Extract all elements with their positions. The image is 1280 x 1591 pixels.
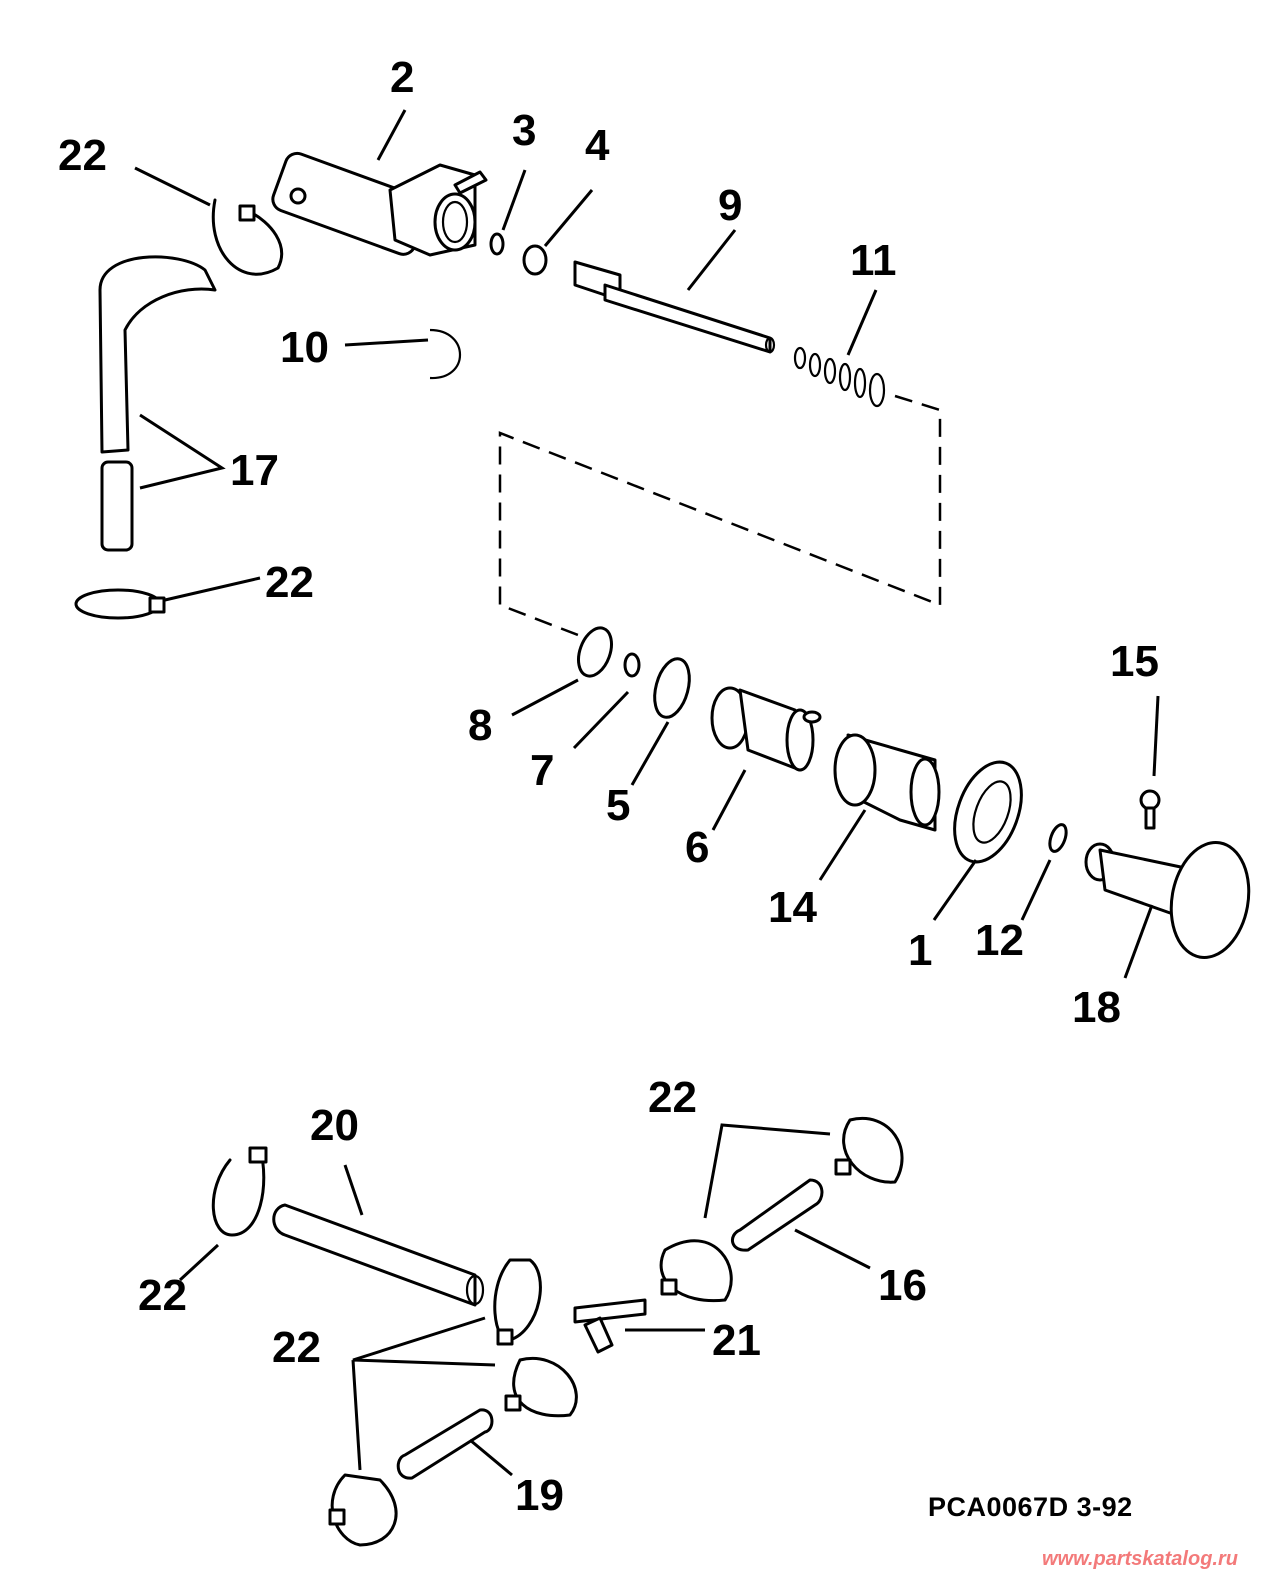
leader-14 [818, 809, 867, 881]
part-17-hose-lower [100, 460, 134, 552]
leader-22-top [703, 1123, 831, 1219]
assembly-dashed-line [498, 394, 942, 637]
part-1-washer [953, 760, 1023, 864]
leader-9 [686, 229, 737, 291]
leader-8 [511, 678, 579, 717]
callout-16: 16 [878, 1261, 927, 1310]
callout-22c: 22 [138, 1271, 187, 1320]
leader-18 [1123, 904, 1154, 979]
part-4-oring [522, 244, 548, 276]
part-17-hose-upper [98, 255, 217, 454]
part-11-spring [793, 346, 886, 408]
part-5-oring [653, 657, 691, 719]
callout-18: 18 [1072, 983, 1121, 1032]
part-16-hose [731, 1178, 824, 1252]
leader-22b [164, 576, 261, 602]
leader-22a [134, 166, 211, 207]
callout-21: 21 [712, 1316, 761, 1365]
callout-14: 14 [768, 883, 817, 932]
clamp-tab [148, 596, 166, 614]
callout-7: 7 [530, 746, 554, 795]
drawing-code: PCA0067D 3-92 [928, 1492, 1133, 1522]
part-7-oring [623, 652, 641, 678]
part-22-clamp-h [842, 1117, 904, 1184]
callout-1: 1 [908, 926, 932, 975]
part-22-clamp-f [330, 1473, 398, 1547]
leader-16 [794, 1228, 871, 1270]
part-15-screw [1139, 789, 1161, 830]
leader-4 [543, 189, 594, 247]
part-10-clip [429, 328, 462, 380]
part-18-knob [1084, 841, 1251, 959]
callout-5: 5 [606, 781, 630, 830]
leader-7 [572, 690, 630, 750]
leader-22-group [351, 1316, 496, 1471]
leader-22c [178, 1243, 220, 1282]
callout-22a: 22 [58, 131, 107, 180]
callout-11: 11 [850, 236, 897, 285]
leader-17 [139, 413, 226, 490]
leader-19 [469, 1438, 513, 1477]
callout-10: 10 [280, 323, 329, 372]
clamp-tab [248, 1146, 268, 1164]
callout-22d: 22 [272, 1323, 321, 1372]
callout-17: 17 [230, 446, 279, 495]
callout-8: 8 [468, 701, 492, 750]
clamp-tab [238, 204, 256, 222]
callout-20: 20 [310, 1101, 359, 1150]
part-22-clamp-a [211, 198, 284, 276]
part-2-housing [271, 151, 488, 257]
leader-6 [711, 769, 747, 831]
part-22-clamp-e [512, 1357, 578, 1418]
leader-2 [376, 109, 407, 161]
leader-20 [343, 1164, 364, 1216]
part-3-oring [489, 232, 505, 256]
leader-3 [501, 169, 527, 231]
part-12-oring [1048, 823, 1068, 853]
callout-12: 12 [975, 916, 1024, 965]
callout-19: 19 [515, 1471, 564, 1520]
callout-22b: 22 [265, 558, 314, 607]
part-9-shaft [573, 260, 776, 354]
leader-15 [1152, 695, 1160, 777]
leader-5 [630, 721, 670, 786]
callout-4: 4 [585, 121, 610, 170]
callout-2: 2 [390, 53, 414, 102]
leader-11 [846, 289, 878, 356]
callout-15: 15 [1110, 637, 1159, 686]
leader-12 [1020, 859, 1052, 921]
watermark: www.partskatalog.ru [1042, 1548, 1238, 1570]
callout-3: 3 [512, 106, 536, 155]
part-22-clamp-g [659, 1239, 733, 1303]
part-22-clamp-d [493, 1258, 542, 1342]
leader-1 [932, 859, 978, 921]
callout-22e: 22 [648, 1073, 697, 1122]
part-6-fitting [710, 686, 822, 772]
part-19-hose [396, 1408, 494, 1480]
part-22-clamp-b [74, 588, 162, 620]
callout-9: 9 [718, 181, 742, 230]
part-14-nut [833, 733, 941, 832]
part-21-tee-fitting [573, 1298, 647, 1354]
callout-6: 6 [685, 823, 709, 872]
leader-10 [344, 338, 429, 347]
part-22-clamp-c [211, 1146, 266, 1237]
part-20-hose [272, 1203, 477, 1307]
part-8-disc [577, 626, 613, 678]
